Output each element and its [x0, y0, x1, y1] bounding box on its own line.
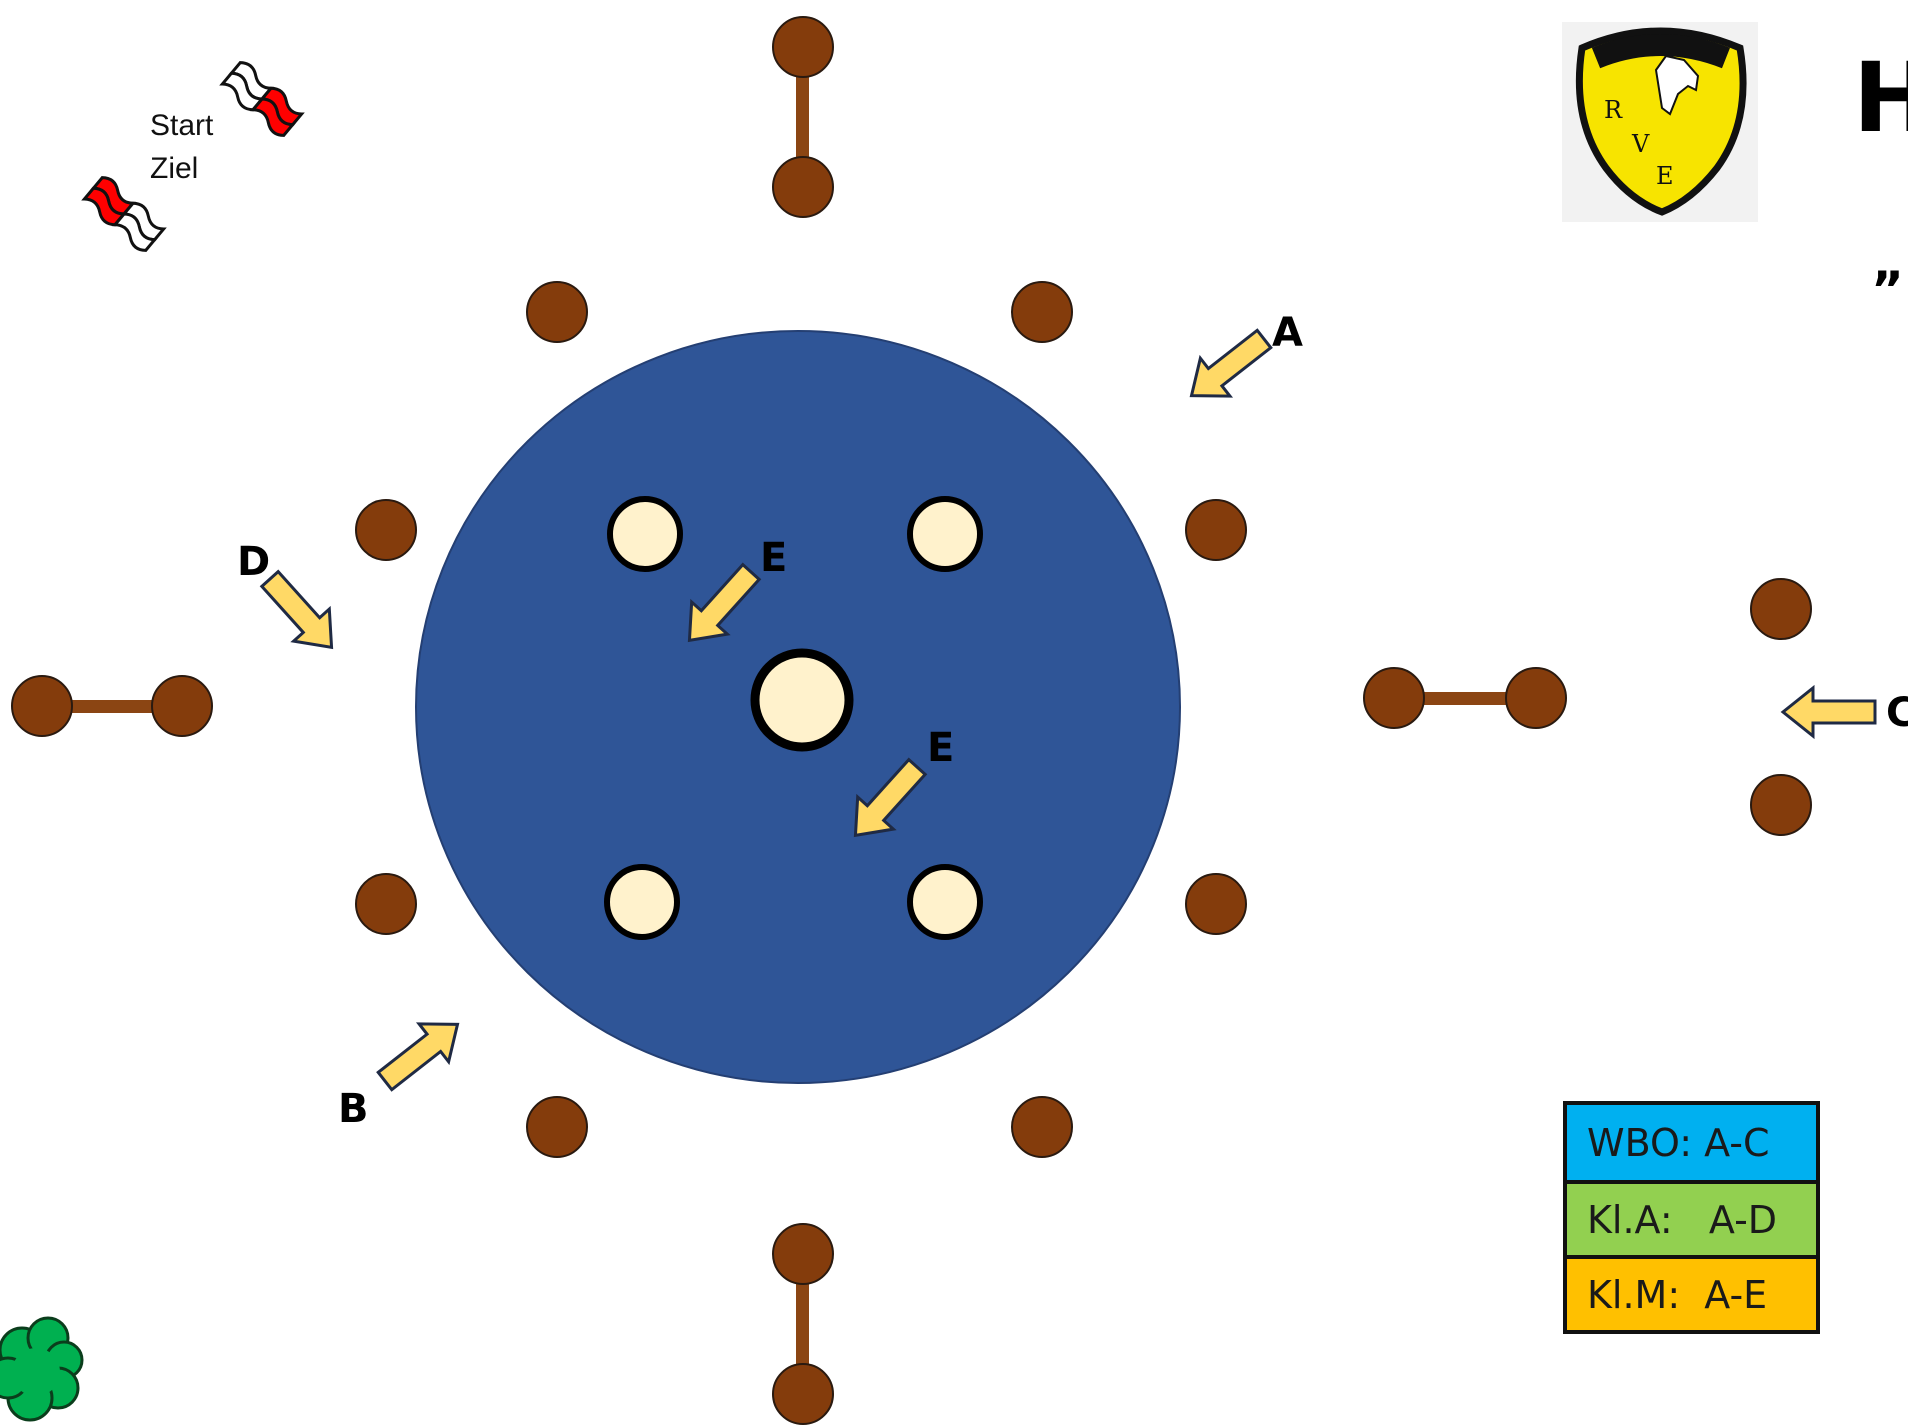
post — [1012, 1097, 1072, 1157]
tree-icon — [0, 1318, 82, 1420]
label-c: C — [1886, 690, 1908, 736]
label-b: B — [338, 1086, 369, 1132]
post — [1186, 874, 1246, 934]
legend-row-kl-m: Kl.M: A-E — [1567, 1255, 1816, 1330]
arrow-c — [1783, 688, 1875, 736]
inner-marker — [607, 867, 677, 937]
finish-label: Ziel — [150, 152, 198, 185]
legend-row-kl-a: Kl.A: A-D — [1567, 1180, 1816, 1255]
post — [527, 1097, 587, 1157]
finish-flag-icon — [82, 174, 166, 253]
start-flag-icon — [220, 59, 304, 138]
pole-obstacle-right — [1364, 668, 1566, 728]
label-e: E — [927, 725, 954, 771]
logo-letter-v: V — [1631, 130, 1650, 158]
post — [356, 874, 416, 934]
post — [1751, 775, 1811, 835]
class-legend: WBO: A-C Kl.A: A-D Kl.M: A-E — [1563, 1101, 1820, 1334]
post — [1186, 500, 1246, 560]
inner-marker — [910, 867, 980, 937]
logo-letter-e: E — [1656, 162, 1674, 190]
label-d: D — [237, 539, 270, 585]
subtitle-fragment: „ — [1872, 238, 1905, 288]
start-label: Start — [150, 109, 214, 142]
pole-obstacle-bottom — [773, 1224, 833, 1424]
club-logo-icon: R V E — [1562, 22, 1758, 222]
center-marker — [755, 653, 849, 747]
arrow-a — [1177, 320, 1279, 414]
inner-marker — [910, 499, 980, 569]
label-a: A — [1272, 310, 1303, 356]
inner-marker — [610, 499, 680, 569]
legend-row-wbo: WBO: A-C — [1567, 1105, 1816, 1180]
post — [527, 282, 587, 342]
post — [1751, 579, 1811, 639]
logo-letter-r: R — [1604, 96, 1623, 124]
page-title-fragment: H — [1853, 50, 1908, 146]
post — [1012, 282, 1072, 342]
label-e: E — [760, 535, 787, 581]
arrow-b — [370, 1005, 472, 1099]
post — [356, 500, 416, 560]
pole-obstacle-left — [12, 676, 212, 736]
pole-obstacle-top — [773, 17, 833, 217]
